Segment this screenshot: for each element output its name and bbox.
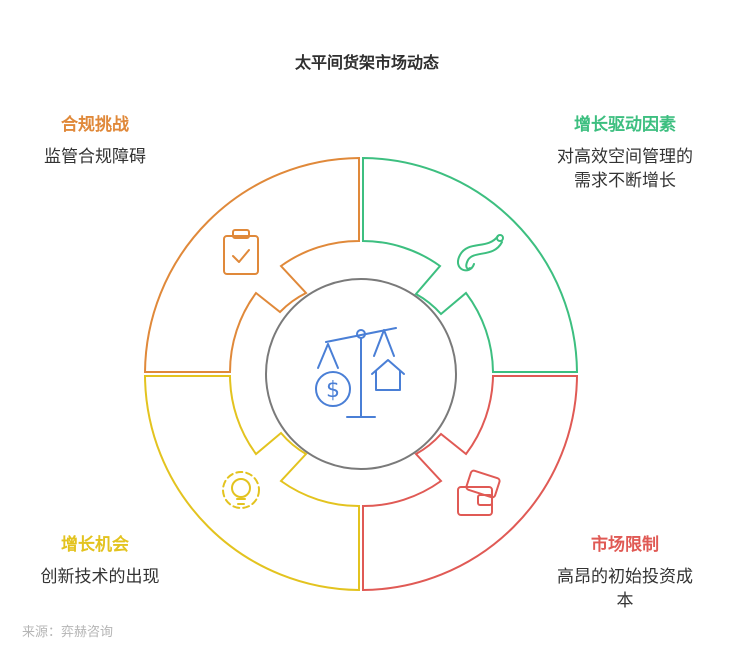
desc-growth-opportunities: 创新技术的出现 [15,565,185,589]
diagram-title: 太平间货架市场动态 [294,53,439,72]
desc-compliance-challenges: 监管合规障碍 [20,145,170,169]
desc-market-constraints: 高昂的初始投资成 本 [535,565,715,613]
desc-line: 需求不断增长 [574,171,676,191]
heading-compliance-challenges: 合规挑战 [61,115,129,135]
worm-icon [457,234,504,272]
outer-segment-growth-drivers [362,156,579,373]
outer-segment-market-constraints [362,375,579,592]
desc-line: 对高效空间管理的 [557,147,693,167]
heading-market-constraints: 市场限制 [591,535,659,555]
desc-line: 监管合规障碍 [44,147,146,167]
heading-growth-opportunities: 增长机会 [61,535,129,555]
wallet-money-icon [457,469,501,516]
balance-scale-dollar-house-icon: $ [315,327,405,418]
desc-line: 高昂的初始投资成 [557,567,693,587]
outer-segment-compliance [143,156,360,373]
desc-line: 本 [616,591,634,611]
lightbulb-gear-icon [222,471,260,509]
desc-line: 创新技术的出现 [40,567,160,587]
desc-growth-drivers: 对高效空间管理的 需求不断增长 [535,145,715,193]
clipboard-check-icon [223,229,259,275]
heading-growth-drivers: 增长驱动因素 [574,115,676,135]
outer-segment-growth-opportunities [143,375,360,592]
source-note: 来源：弈赫咨询 [22,625,114,640]
svg-text:$: $ [326,378,340,403]
